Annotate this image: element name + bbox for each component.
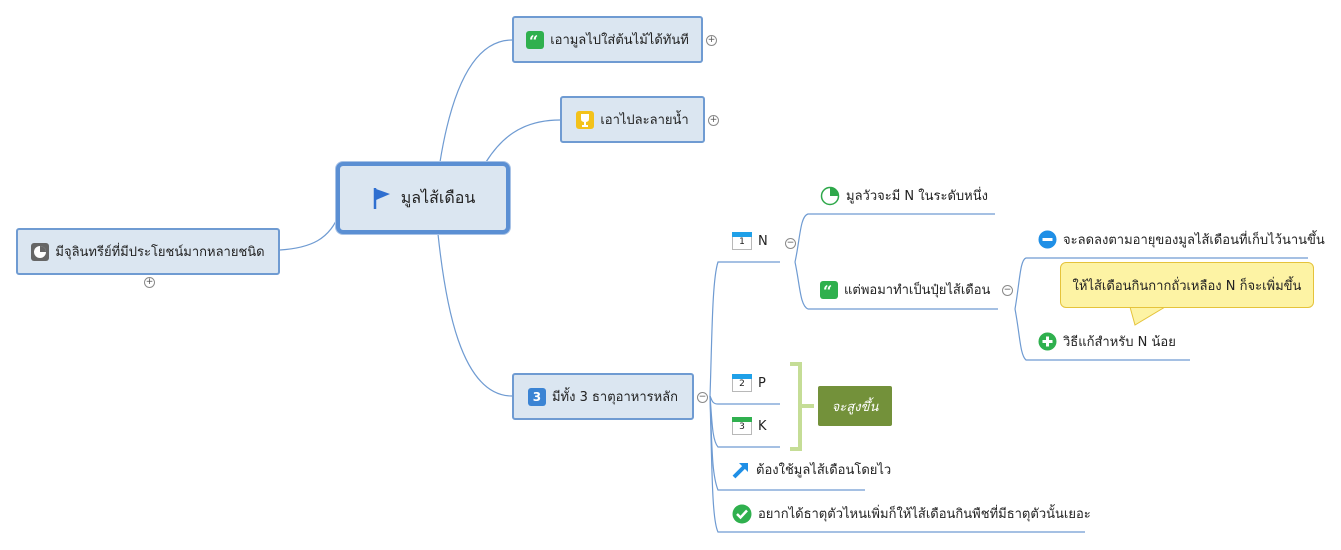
central-label: มูลไส้เดือน <box>400 187 476 207</box>
svg-text:“: “ <box>529 32 538 49</box>
collapse-toggle-three[interactable]: − <box>697 392 708 403</box>
leaf-use-quickly-label: ต้องใช้มูลไส้เดือนโดยไว <box>756 463 892 478</box>
topic-put-on-tree[interactable]: “ เอามูลไปใส่ต้นไม้ได้ทันที <box>512 16 703 63</box>
leaf-cow-manure-n[interactable]: มูลวัวจะมี N ในระดับหนึ่ง <box>820 185 988 206</box>
branch-n-label: N <box>758 233 768 249</box>
leaf-cow-manure-n-label: มูลวัวจะมี N ในระดับหนึ่ง <box>846 189 988 204</box>
leaf-decrease-with-age[interactable]: จะลดลงตามอายุของมูลไส้เดือนที่เก็บไว้นาน… <box>1038 229 1325 250</box>
callout-note: ให้ไส้เดือนกินกากถั่วเหลือง N ก็จะเพิ่มข… <box>1060 262 1314 308</box>
expand-toggle-quote[interactable]: + <box>706 35 717 46</box>
callout-text: ให้ไส้เดือนกินกากถั่วเหลือง N ก็จะเพิ่มข… <box>1072 278 1302 294</box>
trophy-icon <box>576 110 595 129</box>
svg-text:“: “ <box>823 282 832 299</box>
branch-n[interactable]: 1 N <box>732 232 768 250</box>
quarter-pie-icon <box>820 186 840 205</box>
leaf-vermicompost[interactable]: “ แต่พอมาทำเป็นปุ๋ยไส้เดือน <box>820 279 991 301</box>
left-topic-label: มีจุลินทรีย์ที่มีประโยชน์มากหลายชนิด <box>55 245 265 260</box>
calendar-1-icon: 1 <box>732 232 752 250</box>
branch-k-label: K <box>758 418 767 434</box>
boundary-label[interactable]: จะสูงขึ้น <box>818 386 892 426</box>
check-icon <box>732 504 752 523</box>
branch-k[interactable]: 3 K <box>732 417 767 435</box>
minus-icon <box>1038 230 1057 249</box>
collapse-toggle-compost[interactable]: − <box>1002 285 1013 296</box>
topic-put-on-tree-label: เอามูลไปใส่ต้นไม้ได้ทันที <box>550 33 689 48</box>
expand-toggle-trophy[interactable]: + <box>708 115 719 126</box>
topic-dissolve-water[interactable]: เอาไปละลายน้ำ <box>560 96 705 143</box>
central-topic[interactable]: มูลไส้เดือน <box>336 162 510 234</box>
branch-p[interactable]: 2 P <box>732 374 766 392</box>
branch-p-label: P <box>758 375 766 391</box>
expand-toggle-left[interactable]: + <box>144 277 155 288</box>
quote-icon: “ <box>526 30 545 51</box>
quote-icon: “ <box>820 280 838 301</box>
topic-dissolve-water-label: เอาไปละลายน้ำ <box>600 113 689 128</box>
leaf-use-quickly[interactable]: ต้องใช้มูลไส้เดือนโดยไว <box>732 459 891 480</box>
leaf-fix-low-n-label: วิธีแก้สำหรับ N น้อย <box>1063 335 1176 350</box>
topic-three-nutrients-label: มีทั้ง 3 ธาตุอาหารหลัก <box>551 390 679 405</box>
flag-icon <box>373 188 390 209</box>
collapse-toggle-n[interactable]: − <box>785 238 796 249</box>
calendar-2-icon: 2 <box>732 374 752 392</box>
pie-chart-icon <box>31 242 50 261</box>
number-3-icon: 3 <box>527 387 546 406</box>
topic-three-nutrients[interactable]: 3 มีทั้ง 3 ธาตุอาหารหลัก <box>512 373 694 420</box>
leaf-vermicompost-label: แต่พอมาทำเป็นปุ๋ยไส้เดือน <box>844 283 991 298</box>
boundary-bracket <box>790 362 814 451</box>
leaf-feed-plants[interactable]: อยากได้ธาตุตัวไหนเพิ่มก็ให้ไส้เดือนกินพื… <box>732 503 1091 524</box>
plus-icon <box>1038 332 1057 351</box>
leaf-fix-low-n[interactable]: วิธีแก้สำหรับ N น้อย <box>1038 331 1176 352</box>
callout-pointer <box>1129 306 1167 326</box>
left-topic[interactable]: มีจุลินทรีย์ที่มีประโยชน์มากหลายชนิด <box>16 228 280 275</box>
leaf-feed-plants-label: อยากได้ธาตุตัวไหนเพิ่มก็ให้ไส้เดือนกินพื… <box>758 507 1091 522</box>
arrow-up-right-icon <box>732 462 748 478</box>
calendar-3-icon: 3 <box>732 417 752 435</box>
leaf-decrease-with-age-label: จะลดลงตามอายุของมูลไส้เดือนที่เก็บไว้นาน… <box>1063 233 1325 248</box>
